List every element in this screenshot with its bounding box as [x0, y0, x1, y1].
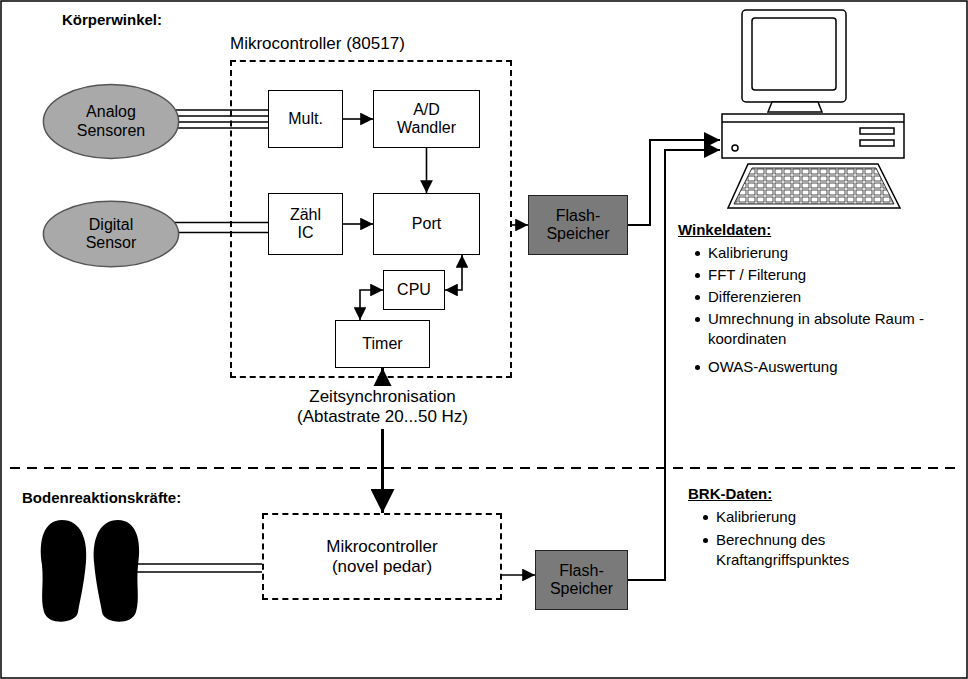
node-label: Mult. — [288, 110, 323, 128]
insole-illustration — [41, 520, 139, 622]
node-label: Analog Sensoren — [66, 103, 156, 140]
sensor-wire — [136, 564, 262, 572]
computer-illustration — [722, 10, 904, 208]
bullet-dot — [695, 365, 700, 370]
sensor-ellipse: Digital Sensor — [42, 200, 180, 268]
connector-line — [179, 232, 269, 234]
converter-box: A/D Wandler — [373, 90, 480, 148]
connector-line — [178, 127, 268, 129]
connector — [343, 224, 373, 225]
section-heading: Körperwinkel: — [62, 10, 162, 30]
list-item: Kalibrierung — [716, 507, 796, 527]
data-transfer-arrow — [628, 150, 720, 580]
connector-label: Zeitsynchronisation (Abtastrate 20...50 … — [275, 386, 491, 429]
multiplexer-box: Mult. — [268, 90, 343, 148]
connector-line — [360, 290, 383, 320]
controller-boundary: Mikrocontroller (80517)Mult.A/D WandlerZ… — [230, 60, 512, 378]
counter-box: Zähl IC — [268, 193, 343, 255]
flash-memory-box: Flash-Speicher — [528, 195, 628, 255]
connector-line — [178, 115, 268, 117]
connector — [343, 119, 373, 120]
connector — [360, 290, 383, 320]
list-item: Kalibrierung — [708, 243, 788, 263]
node-label: Flash-Speicher — [545, 562, 619, 599]
bullet-dot — [695, 317, 700, 322]
node-label: Flash-Speicher — [541, 207, 615, 244]
flash-memory-box: Flash-Speicher — [535, 550, 628, 610]
node-label: Digital Sensor — [71, 216, 151, 253]
connector-line — [179, 121, 268, 123]
controller-heading: Mikrocontroller (80517) — [230, 34, 405, 54]
connector — [426, 148, 427, 193]
connector — [512, 225, 528, 226]
node-label: CPU — [397, 281, 431, 299]
cpu-box: CPU — [383, 270, 445, 310]
timer-box: Timer — [335, 320, 430, 368]
section-heading: Bodenreaktionskräfte: — [22, 488, 181, 508]
list-item: Berechnung des Kraftangriffspunktes — [716, 530, 916, 569]
bullet-dot — [695, 273, 700, 278]
list-item: FFT / Filterung — [708, 265, 806, 285]
list-item: OWAS-Auswertung — [708, 357, 838, 377]
bullet-dot — [695, 251, 700, 256]
connector — [175, 110, 268, 128]
separator-line — [10, 467, 958, 469]
connector — [445, 255, 462, 290]
port-box: Port — [373, 193, 480, 255]
bullet-dot — [695, 295, 700, 300]
node-label: Mikrocontroller (novel pedar) — [302, 537, 462, 576]
list-heading: BRK-Daten: — [688, 484, 772, 504]
connector-line — [426, 148, 428, 193]
data-transfer-arrow — [628, 140, 720, 225]
bullet-dot — [703, 538, 708, 543]
list-item: Umrechnung in absolute Raum - koordinate… — [708, 309, 940, 348]
connector-line — [502, 574, 535, 576]
node-label: Port — [412, 215, 441, 233]
connector — [502, 575, 535, 576]
list-item: Differenzieren — [708, 287, 801, 307]
sensor-ellipse: Analog Sensoren — [42, 83, 180, 160]
connector-line — [174, 222, 268, 224]
connector-line — [343, 118, 373, 120]
connector-line — [512, 224, 528, 226]
node-label: A/D Wandler — [391, 101, 463, 138]
connector-line — [343, 223, 373, 225]
connector — [174, 223, 268, 233]
connector-line — [445, 255, 462, 290]
node-label: Zähl IC — [283, 206, 328, 243]
list-heading: Winkeldaten: — [678, 220, 771, 240]
node-label: Timer — [362, 335, 402, 353]
bullet-dot — [703, 515, 708, 520]
connector-line — [175, 109, 268, 111]
controller-boundary: Mikrocontroller (novel pedar) — [262, 513, 502, 600]
